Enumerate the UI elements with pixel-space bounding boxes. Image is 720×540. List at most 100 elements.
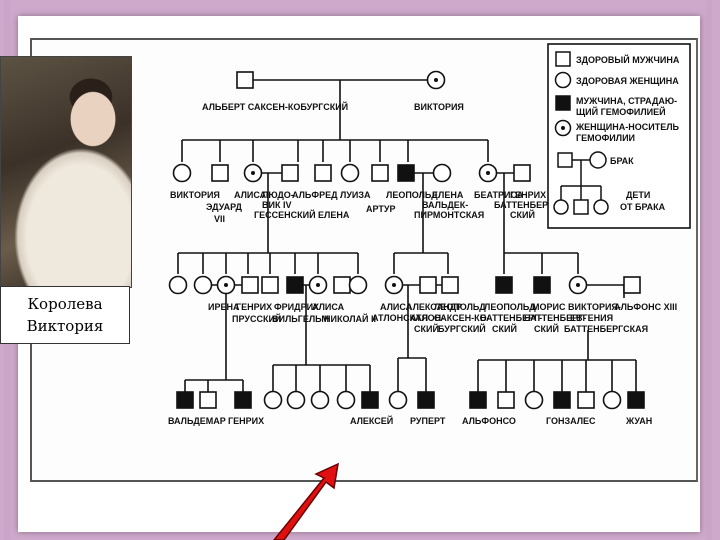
g3-irene-dot (224, 283, 228, 287)
label-g4-rupert: РУПЕРТ (410, 416, 446, 426)
victoria-carrier-dot (434, 78, 438, 82)
legend-marriage-square (557, 152, 573, 168)
g3-square-5 (261, 276, 279, 294)
label-g2-elena-2: ЕЛЕНА (432, 190, 464, 200)
label-g4-waldemar: ВАЛЬДЕМАР (168, 416, 226, 426)
g3-nicholas-square (333, 276, 351, 294)
albert-square (236, 71, 254, 89)
g4-circle-3 (310, 390, 330, 410)
legend-carrier-dot (561, 126, 565, 130)
legend-child-circle-1 (553, 199, 569, 215)
caption-line-2: Виктория (26, 317, 104, 335)
g4-alfonso-affected-square (469, 391, 487, 409)
arrow-shape (273, 462, 339, 540)
pedigree-lines (177, 79, 637, 392)
legend-carrier-1: ЖЕНЩИНА-НОСИТЕЛЬ (575, 122, 680, 132)
g3-leopold-square (441, 276, 459, 294)
label-g2-edward: ЭДУАРД (206, 202, 243, 212)
legend-affected-male-1: МУЖЧИНА, СТРАДАЮ- (576, 96, 677, 106)
label-g2-ludwig-1: ЛЮДО- (262, 190, 294, 200)
label-g3-leopold-b-3: СКИЙ (492, 323, 517, 334)
label-g2-alfred: АЛЬФРЕД (292, 190, 338, 200)
g4-gonzalo-affected-square (553, 391, 571, 409)
label-g2-beatrice: БЕАТРИСА (474, 190, 524, 200)
legend-children-2: ОТ БРАКА (620, 202, 666, 212)
g3-heinrich-square (241, 276, 259, 294)
label-g3-victoria-e-3: БАТТЕНБЕРГСКАЯ (564, 324, 648, 334)
g4-juan-affected-square (627, 391, 645, 409)
label-g4-alfonso: АЛЬФОНСО (462, 416, 516, 426)
g2-leopold-affected-square (397, 164, 415, 182)
label-g4-heinrich: ГЕНРИХ (228, 416, 264, 426)
g3-friedrich-affected-square (286, 276, 304, 294)
legend-marriage: БРАК (610, 156, 634, 166)
label-g3-alice-2: АТЛОНСКАЯ (372, 313, 428, 323)
legend-marriage-circle (589, 151, 607, 169)
label-g3-maurice-2: БАТТЕНБЕРГ- (524, 313, 586, 323)
g4-circle-6 (524, 390, 544, 410)
g4-circle-5 (388, 390, 408, 410)
label-g3-leopold-b-2: БАТТЕНБЕРГ- (480, 313, 542, 323)
label-g3-wilhelm: ВИЛЬГЕЛЬМ (272, 314, 329, 324)
red-pointer-arrow (273, 462, 339, 540)
label-g3-leopold-a-2: САКСЕН-КО- (434, 313, 490, 323)
label-g3-leopold-a-3: БУРГСКИЙ (438, 323, 486, 334)
g4-circle-2 (286, 390, 306, 410)
g3-circle-1 (168, 275, 188, 295)
g4-heinrich-affected-square (234, 391, 252, 409)
label-g4-gonzalo: ГОНЗАЛЕС (546, 416, 596, 426)
label-g3-leopold-a-1: ЛЕОПОЛЬД (434, 302, 486, 312)
label-g3-maurice-1: МОРИС (532, 302, 566, 312)
label-victoria: ВИКТОРИЯ (414, 102, 464, 112)
g3-alexander-square (419, 276, 437, 294)
g4-circle-1 (263, 390, 283, 410)
label-g3-maurice-3: СКИЙ (534, 323, 559, 334)
g2-victoria-circle (172, 163, 192, 183)
label-g2-arthur: АРТУР (366, 204, 395, 214)
g2-elena-circle (432, 163, 452, 183)
label-g2-heinrich-3: СКИЙ (510, 209, 535, 220)
legend-affected-male-square (555, 95, 571, 111)
g2-heinrich-square (513, 164, 531, 182)
legend-carrier-2: ГЕМОФИЛИИ (576, 133, 635, 143)
legend-children-1: ДЕТИ (626, 190, 650, 200)
label-g3-alexander-2: АТЛОН- (410, 313, 444, 323)
legend-healthy-male-square (555, 51, 571, 67)
label-g4-juan: ЖУАН (625, 416, 652, 426)
label-g2-ludwig-2: ВИК IV (262, 200, 291, 210)
label-g2-leopold: ЛЕОПОЛЬД (386, 190, 438, 200)
label-g2-heinrich-1: ГЕНРИХ (510, 190, 546, 200)
g3-alisa-dot (316, 283, 320, 287)
g4-rupert-affected-square (417, 391, 435, 409)
label-g4-alexei: АЛЕКСЕЙ (350, 415, 393, 426)
label-g2-elena-1: ЕЛЕНА (318, 210, 350, 220)
g4-circle-7 (602, 390, 622, 410)
g3-maurice-affected-square (533, 276, 551, 294)
g2-edward-square (211, 164, 229, 182)
legend-affected-male-2: ЩИЙ ГЕМОФИЛИЕЙ (576, 106, 666, 117)
label-g3-friedrich: ФРИДРИХ (274, 302, 319, 312)
g2-arthur-square (371, 164, 389, 182)
g4-square-6 (497, 391, 515, 409)
label-g2-heinrich-2: БАТТЕНБЕРГ- (494, 200, 556, 210)
legend-healthy-female-circle (554, 71, 572, 89)
g3-victoria-eugenia-dot (576, 283, 580, 287)
label-g2-alice: АЛИСА (234, 190, 267, 200)
queen-victoria-portrait (0, 56, 132, 288)
legend-child-square (573, 199, 589, 215)
label-g3-alexander-3: СКИЙ (414, 323, 439, 334)
label-g3-alfonso: АЛЬФОНС XIII (614, 302, 677, 312)
label-g2-waldeck-2: ПИРМОНТСКАЯ (414, 210, 484, 220)
g3-alfonso-square (623, 276, 641, 294)
legend: ЗДОРОВЫЙ МУЖЧИНА ЗДОРОВАЯ ЖЕНЩИНА МУЖЧИН… (547, 43, 691, 229)
label-g2-waldeck-1: ВАЛЬДЕК- (422, 200, 468, 210)
label-g3-nicholas: НИКОЛАЙ II (324, 313, 376, 324)
legend-box (547, 43, 691, 229)
caption-line-1: Королева (27, 295, 103, 313)
legend-healthy-female: ЗДОРОВАЯ ЖЕНЩИНА (576, 76, 679, 86)
portrait-caption: Королева Виктория (0, 286, 130, 344)
label-g2-louise: ЛУИЗА (340, 190, 371, 200)
g4-waldemar-affected-square (176, 391, 194, 409)
label-g3-alisa: АЛИСА (312, 302, 345, 312)
g2-louise-circle (340, 163, 360, 183)
